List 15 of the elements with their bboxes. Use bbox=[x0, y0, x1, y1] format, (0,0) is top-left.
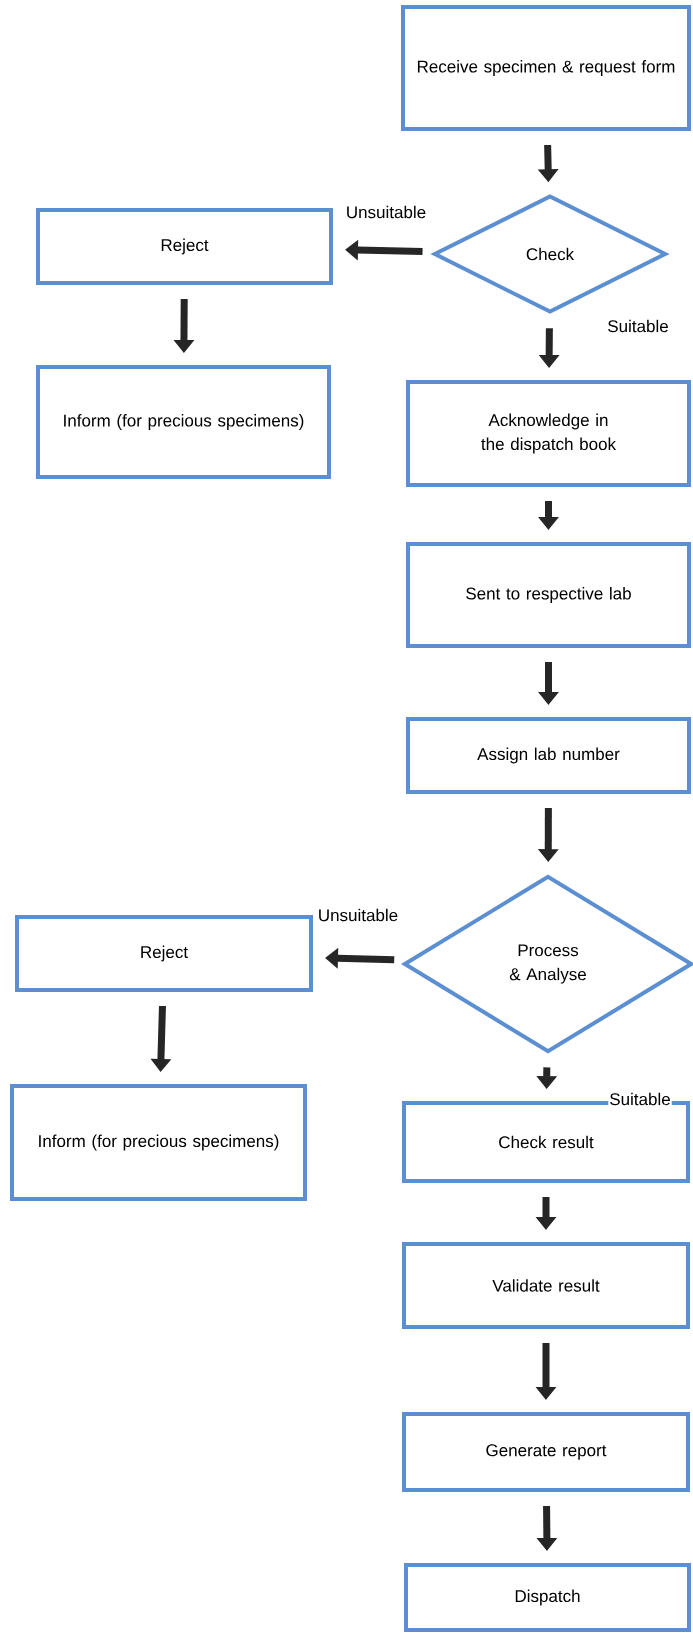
process-box: Receive specimen & request form bbox=[401, 5, 691, 131]
process-box: Assign lab number bbox=[406, 717, 691, 794]
process-box: Dispatch bbox=[404, 1563, 691, 1632]
edge-label: Unsuitable bbox=[344, 204, 428, 220]
edge-label: Suitable bbox=[608, 1091, 672, 1107]
edge-label: Unsuitable bbox=[316, 907, 400, 923]
process-box: Sent to respective lab bbox=[406, 542, 691, 648]
process-box: Reject bbox=[36, 208, 333, 285]
process-box: Inform (for precious specimens) bbox=[36, 365, 331, 479]
process-box: Generate report bbox=[402, 1412, 690, 1492]
process-box: Validate result bbox=[402, 1242, 690, 1329]
edge-label: Suitable bbox=[606, 318, 670, 334]
process-box: Inform (for precious specimens) bbox=[10, 1084, 307, 1201]
process-box: Reject bbox=[15, 915, 313, 992]
process-box: Acknowledge in the dispatch book bbox=[406, 380, 691, 487]
